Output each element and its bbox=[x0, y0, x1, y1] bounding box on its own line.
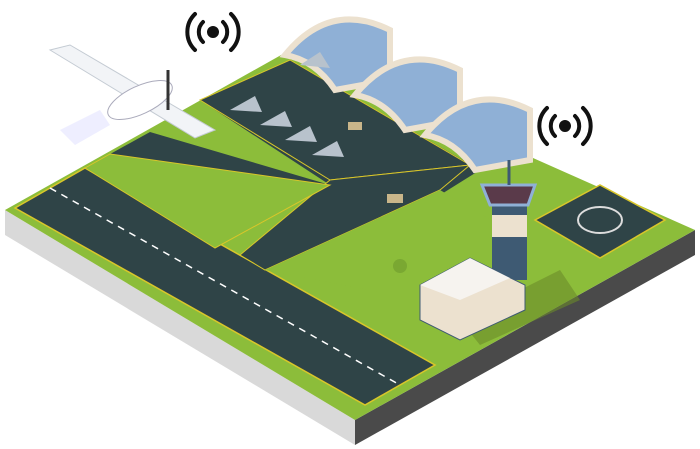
vehicle bbox=[387, 194, 403, 203]
control-tower-band bbox=[492, 215, 527, 237]
tower-cab bbox=[479, 183, 538, 207]
wifi-signal-icon bbox=[185, 12, 241, 52]
helipad bbox=[533, 184, 667, 259]
terminal-roof bbox=[420, 258, 510, 300]
runway-centerline bbox=[49, 187, 401, 386]
base-right-side bbox=[355, 230, 695, 445]
wifi-signal-icon bbox=[535, 86, 595, 160]
hangar bbox=[419, 96, 533, 174]
fighter-jets bbox=[230, 52, 344, 157]
hangars bbox=[279, 16, 533, 174]
vehicle bbox=[348, 122, 362, 130]
control-tower bbox=[492, 200, 527, 280]
taxiway-link bbox=[84, 153, 332, 249]
tree bbox=[393, 259, 407, 273]
hangar bbox=[349, 56, 463, 134]
base-left-side bbox=[5, 210, 355, 445]
propeller-plane bbox=[48, 44, 217, 145]
helipad-circle bbox=[577, 206, 623, 234]
